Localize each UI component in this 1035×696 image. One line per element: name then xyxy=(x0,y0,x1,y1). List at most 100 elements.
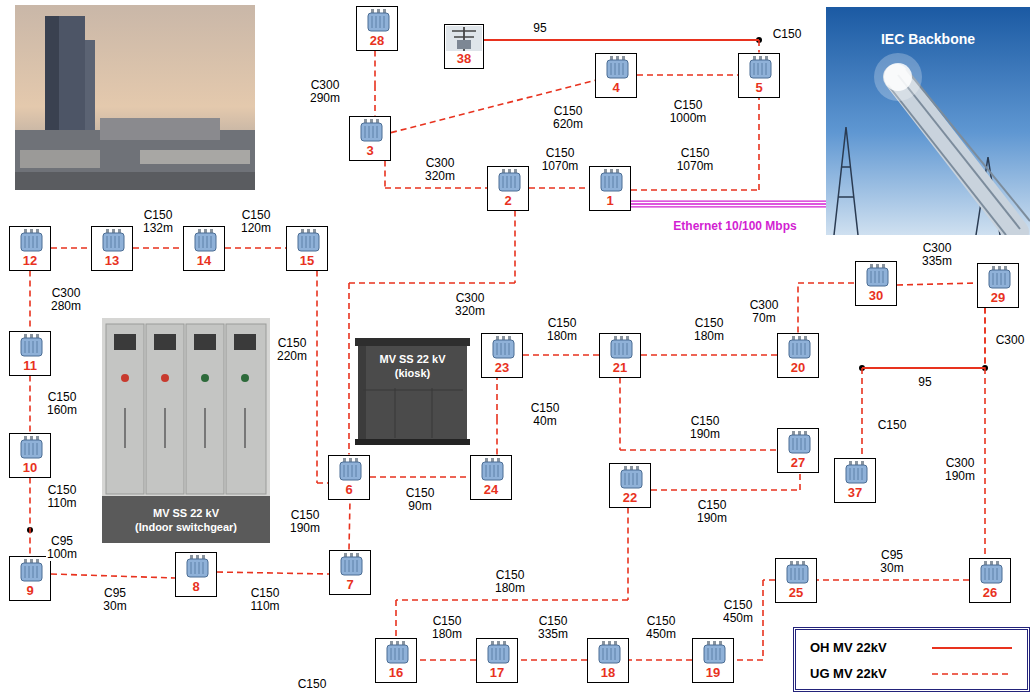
legend-row: OH MV 22kV xyxy=(810,638,1020,658)
switchgear-picture: MV SS 22 kV(Indoor switchgear) xyxy=(102,318,270,543)
cable-segment xyxy=(631,203,720,204)
substation-number: 37 xyxy=(848,485,862,500)
cable-label: C150 450m xyxy=(722,599,754,625)
cable-segment xyxy=(51,247,91,249)
transformer-icon xyxy=(472,456,512,482)
cable-connector xyxy=(370,477,470,478)
cable-label: 95 xyxy=(917,376,932,389)
cable-segment xyxy=(316,271,318,484)
cable-segment xyxy=(631,189,759,191)
substation-box: 15 xyxy=(286,226,328,271)
transformer-icon xyxy=(351,117,391,143)
picture-caption: (kiosk) xyxy=(395,366,430,380)
transformer-icon xyxy=(331,551,371,577)
substation-number: 18 xyxy=(601,665,615,680)
cable-segment xyxy=(391,80,595,132)
substation-number: 2 xyxy=(504,193,511,208)
cable-label: C300 320m xyxy=(424,157,456,183)
cable-connector xyxy=(375,51,376,116)
ethernet-link xyxy=(631,204,826,205)
substation-box: 22 xyxy=(609,463,651,508)
substation-number: 14 xyxy=(197,253,211,268)
cable-label: C150 180m xyxy=(431,615,463,641)
transformer-icon xyxy=(93,227,133,253)
cable-label: C150 160m xyxy=(46,391,78,417)
substation-number: 1 xyxy=(606,193,613,208)
substation-box: 3 xyxy=(349,116,391,161)
cable-segment xyxy=(529,187,589,189)
substation-number: 3 xyxy=(366,143,373,158)
cable-segment xyxy=(349,282,515,284)
cable-connector xyxy=(30,478,31,556)
cable-label: C95 100m xyxy=(46,535,78,561)
cable-label: C150 180m xyxy=(494,569,526,595)
backbone-picture: IEC Backbone xyxy=(826,7,1030,235)
cable-segment xyxy=(619,378,621,451)
cable-label: C150 190m xyxy=(696,499,728,525)
cable-label: C150 1070m xyxy=(541,147,580,173)
cable-label: 95 xyxy=(532,22,547,35)
transformer-icon xyxy=(478,639,518,665)
substation-number: 15 xyxy=(300,253,314,268)
cable-label: C150 220m xyxy=(276,337,308,363)
cable-segment xyxy=(629,659,692,661)
cable-label: C150 1070m xyxy=(676,147,715,173)
transformer-icon xyxy=(611,464,651,490)
cable-segment xyxy=(370,476,470,478)
cable-connector xyxy=(51,248,91,249)
substation-number: 27 xyxy=(791,455,805,470)
legend-sample xyxy=(928,664,1016,684)
substation-number: 24 xyxy=(484,482,498,497)
cable-segment xyxy=(637,74,738,76)
cable-connector xyxy=(391,80,595,132)
cable-segment xyxy=(225,247,286,249)
cable-segment xyxy=(29,376,31,433)
substation-box: 23 xyxy=(481,333,523,378)
substation-number: 23 xyxy=(495,360,509,375)
cable-segment xyxy=(758,40,760,53)
substation-number: 21 xyxy=(613,360,627,375)
transformer-icon xyxy=(177,553,217,579)
substation-box: 7 xyxy=(329,550,371,595)
substation-box: 30 xyxy=(855,261,897,306)
transformer-icon xyxy=(288,227,328,253)
cable-label: C150 180m xyxy=(546,317,578,343)
substation-number: 30 xyxy=(869,288,883,303)
cable-connector xyxy=(637,75,738,76)
cable-connector xyxy=(629,660,692,661)
cable-segment xyxy=(348,283,350,455)
cable-segment xyxy=(720,203,826,204)
cable-label: C95 30m xyxy=(102,587,127,613)
transformer-icon xyxy=(358,7,398,33)
substation-box: 16 xyxy=(375,638,417,683)
picture-caption: MV SS 22 kV xyxy=(153,506,219,520)
cable-connector xyxy=(798,283,855,333)
cable-segment xyxy=(984,368,986,558)
transformer-icon xyxy=(330,456,370,482)
cable-label: C150 xyxy=(297,678,328,691)
cable-segment xyxy=(862,367,985,369)
cable-label: C150 450m xyxy=(645,615,677,641)
cable-segment xyxy=(798,282,855,284)
cable-label: C150 620m xyxy=(552,105,584,131)
cable-connector xyxy=(225,248,286,249)
cable-segment xyxy=(720,201,826,208)
substation-number: 17 xyxy=(490,665,504,680)
cable-label: C300 xyxy=(995,334,1026,347)
cable-connector xyxy=(985,308,986,558)
cable-label: C300 190m xyxy=(944,457,976,483)
substation-number: 25 xyxy=(789,585,803,600)
legend-text: UG MV 22kV xyxy=(810,666,887,681)
cable-segment xyxy=(861,368,863,458)
cable-label: C150 120m xyxy=(240,209,272,235)
cable-segment xyxy=(758,98,760,191)
substation-number: 26 xyxy=(983,585,997,600)
cable-connector xyxy=(497,378,498,455)
cable-connector xyxy=(529,188,589,189)
cable-connector xyxy=(133,248,183,249)
transformer-icon xyxy=(377,639,417,665)
substation-box: 26 xyxy=(969,558,1011,603)
cable-segment xyxy=(417,659,476,661)
substation-number: 9 xyxy=(26,583,33,598)
cable-label: C150 335m xyxy=(537,615,569,641)
